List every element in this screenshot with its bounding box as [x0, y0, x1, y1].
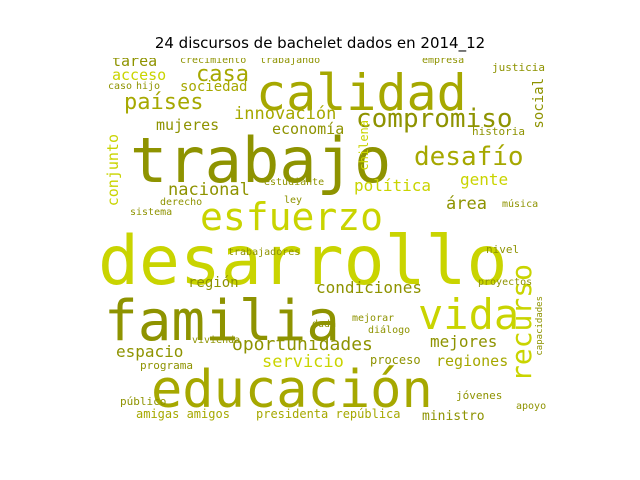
word: trabajo	[130, 124, 392, 197]
word: derecho	[160, 197, 203, 208]
word: mejores	[430, 332, 498, 351]
word: vivienda	[192, 335, 241, 346]
word: hijo	[136, 81, 161, 92]
word: estudiante	[264, 177, 325, 188]
word: ministro	[422, 409, 485, 422]
word: conjunto	[104, 134, 122, 207]
word: servicio	[262, 352, 344, 372]
word: gente	[460, 170, 509, 189]
word: apoyo	[516, 401, 547, 412]
word: duda	[312, 319, 337, 330]
word: presidenta república	[256, 407, 401, 421]
word: trabajadores	[228, 247, 301, 258]
word: caso	[108, 81, 133, 92]
word: países	[124, 90, 204, 115]
word: área	[446, 194, 487, 214]
word: historia	[472, 125, 525, 138]
word: compromiso	[356, 104, 513, 134]
word: mejorar	[352, 313, 395, 324]
word: jóvenes	[456, 389, 503, 402]
word: público	[120, 395, 167, 408]
word: nacional	[168, 180, 250, 200]
word: ley	[284, 195, 303, 206]
word: vida	[418, 290, 520, 339]
word: condiciones	[316, 278, 422, 297]
word: chilena	[357, 120, 371, 171]
word: mujeres	[156, 116, 220, 134]
word: espacio	[116, 342, 184, 361]
word-cloud: desarrollo trabajo educación familia cal…	[96, 58, 550, 422]
word: esfuerzo	[200, 195, 384, 239]
word: justicia	[492, 61, 545, 74]
word: amigas amigos	[136, 407, 230, 421]
word: región	[188, 275, 239, 291]
word: social	[531, 78, 547, 129]
word: empresa	[422, 58, 465, 66]
word: programa	[140, 359, 193, 372]
word: educación	[151, 360, 433, 420]
word: nivel	[486, 243, 520, 256]
word: crecimiento	[180, 58, 247, 66]
word: proyectos	[478, 277, 533, 288]
word: desarrollo	[98, 222, 508, 301]
word: calidad	[256, 64, 467, 122]
word: casa	[196, 62, 249, 87]
word: diálogo	[368, 325, 411, 336]
word: capacidades	[535, 296, 545, 356]
word: acceso	[112, 66, 167, 84]
word: proceso	[370, 353, 421, 367]
word: música	[502, 199, 539, 210]
word: innovación	[234, 104, 337, 124]
word: economía	[272, 120, 345, 138]
word: política	[354, 176, 432, 195]
word: sociedad	[180, 79, 248, 95]
word: tarea	[112, 58, 158, 70]
word: oportunidades	[232, 334, 373, 355]
word: desafío	[414, 142, 524, 172]
word: familia	[104, 289, 341, 354]
chart-title: 24 discursos de bachelet dados en 2014_1…	[154, 34, 486, 52]
word: sistema	[130, 207, 173, 218]
word: trabajando	[260, 58, 321, 66]
word: regiones	[436, 352, 509, 370]
